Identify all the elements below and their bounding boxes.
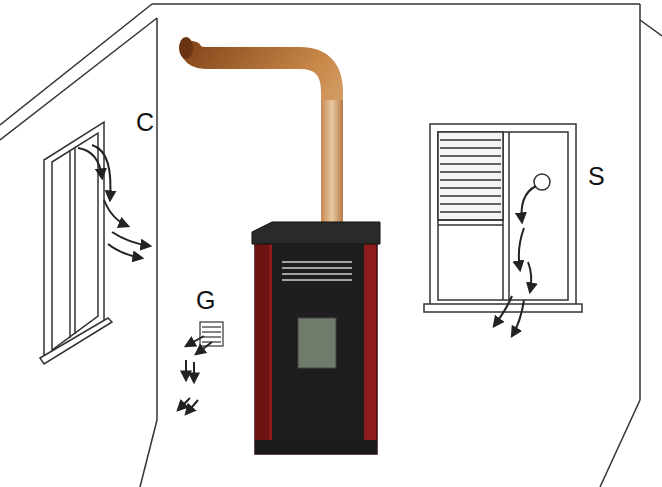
- callout-letter: S: [588, 164, 605, 189]
- label-holder: G: [196, 288, 215, 313]
- pellet-stove: [252, 222, 380, 454]
- air-arrows-g: [178, 336, 212, 414]
- room-walls: [0, 4, 662, 487]
- flue-pipe: [179, 37, 343, 230]
- label-holder: S: [588, 164, 605, 189]
- label-holder: C: [136, 110, 154, 135]
- window-s: [424, 124, 582, 312]
- callout-letter: C: [136, 110, 154, 135]
- air-arrows-s: [494, 186, 536, 336]
- callout-letter: G: [196, 288, 215, 313]
- air-arrows-c: [78, 145, 150, 258]
- window-c: [40, 122, 112, 364]
